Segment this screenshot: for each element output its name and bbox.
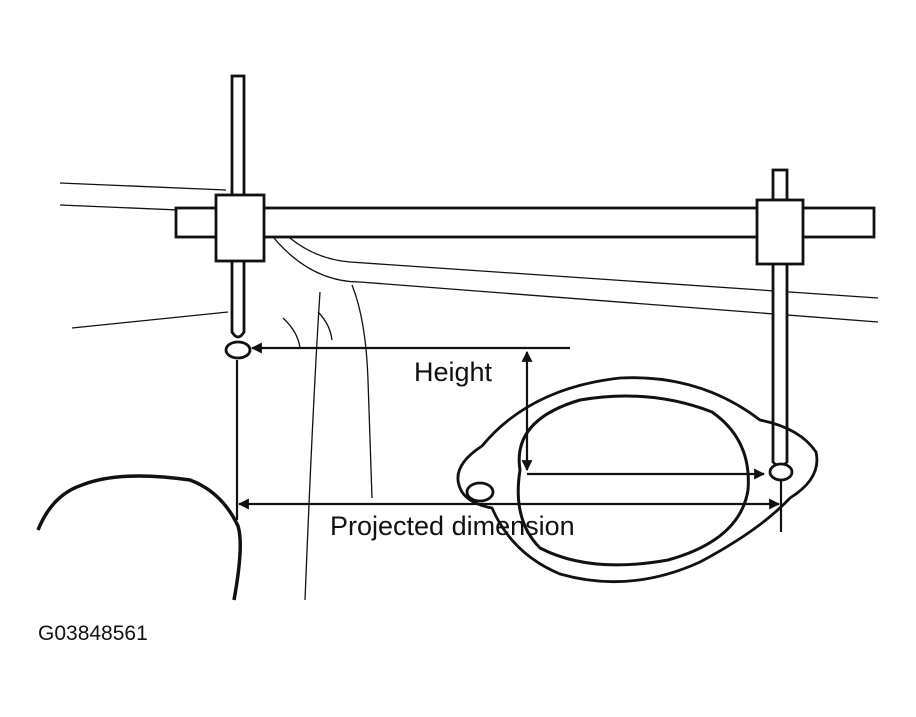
projected-dimension-label: Projected dimension — [330, 511, 575, 541]
right-pointer-rod-bottom — [771, 264, 789, 468]
right-pointer-rod-top — [771, 168, 789, 202]
dimension-lines — [235, 342, 783, 532]
panel-edge-left — [71, 311, 229, 329]
flange-bolt-hole — [465, 481, 495, 503]
flange-inner-ring — [516, 394, 750, 567]
panel-line-upper-left — [59, 182, 227, 191]
panel-line-lower-right — [265, 227, 879, 323]
right-pointer-clamp — [755, 198, 805, 266]
underbody-edge — [36, 474, 242, 601]
right-pointer — [755, 168, 805, 468]
panel-contour-left — [304, 291, 321, 601]
flange-outline — [456, 376, 819, 584]
figure-id: G03848561 — [38, 622, 148, 645]
right-pointer-tip — [768, 462, 794, 482]
left-pointer — [214, 74, 266, 360]
left-pointer-clamp — [214, 193, 266, 263]
exhaust-flange — [456, 376, 819, 584]
left-pointer-rod-top — [230, 74, 246, 198]
contour-mark-2 — [317, 311, 333, 341]
contour-mark-1 — [282, 317, 301, 349]
left-pointer-rod-bottom — [230, 260, 246, 339]
height-label: Height — [414, 357, 493, 387]
panel-contour-right — [351, 284, 373, 499]
left-pointer-tip — [224, 340, 252, 360]
